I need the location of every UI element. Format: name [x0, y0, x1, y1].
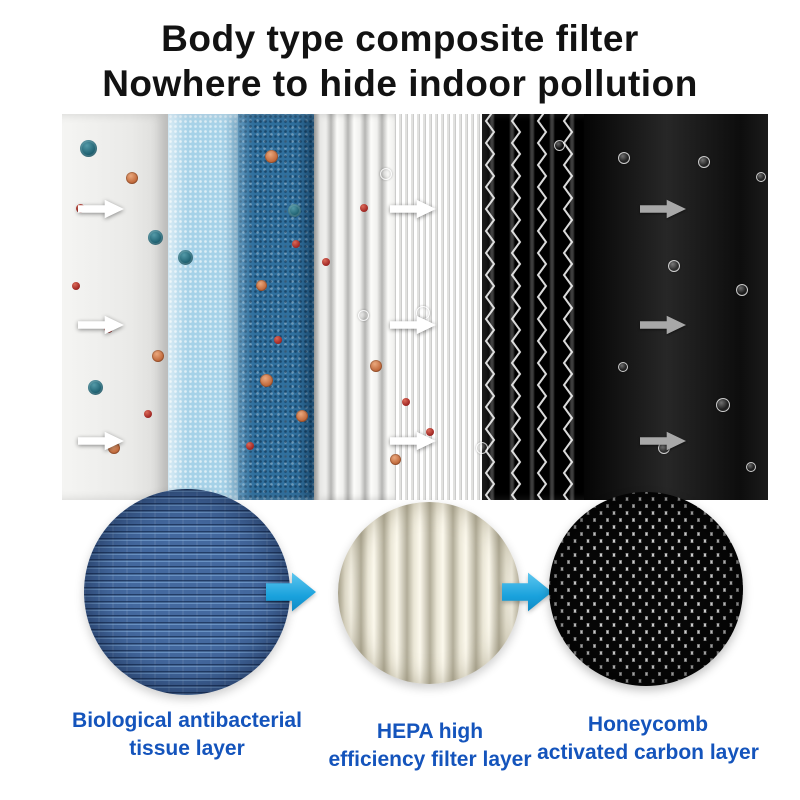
layer-antibacterial-inner: [238, 114, 314, 500]
label-hepa-line1: HEPA high: [376, 720, 484, 743]
closeup-carbon-layer: [549, 492, 743, 686]
title-line-2: Nowhere to hide indoor pollution: [102, 63, 698, 105]
airflow-arrow-icon: [78, 430, 124, 452]
particle-orange-icon: [256, 280, 267, 291]
arrow-right-icon: [640, 315, 686, 335]
arrow-right-icon: [390, 315, 436, 335]
airflow-arrow-icon: [390, 430, 436, 452]
filter-cross-section: [62, 114, 768, 500]
page-title: Body type composite filter Nowhere to hi…: [0, 16, 800, 106]
air-bubble-icon: [756, 172, 766, 182]
airflow-arrow-icon: [78, 198, 124, 220]
label-biological-line2: tissue layer: [129, 737, 245, 761]
arrow-right-icon: [640, 199, 686, 219]
arrow-right-icon: [390, 199, 436, 219]
label-carbon: Honeycomb activated carbon layer: [498, 711, 798, 768]
air-bubble-icon: [380, 168, 392, 180]
air-bubble-icon: [736, 284, 748, 296]
layer-carbon-pleats: [482, 114, 584, 500]
label-carbon-line1: Honeycomb: [587, 713, 709, 736]
particle-orange-icon: [265, 150, 278, 163]
particle-orange-icon: [126, 172, 138, 184]
airflow-arrow-icon: [640, 198, 686, 220]
flow-arrow-2-icon: [502, 570, 552, 614]
particle-red-icon: [292, 240, 300, 248]
closeup-biological-layer: [84, 489, 290, 695]
air-bubble-icon: [358, 310, 369, 321]
flow-arrow-1-icon: [266, 570, 316, 614]
particle-red-icon: [360, 204, 368, 212]
layer-carbon-dark: [584, 114, 768, 500]
arrow-right-icon: [78, 431, 124, 451]
label-biological-line1: Biological antibacterial: [72, 709, 302, 732]
particle-teal-icon: [88, 380, 103, 395]
airflow-arrow-icon: [390, 198, 436, 220]
label-carbon-line2: activated carbon layer: [537, 741, 759, 765]
arrow-right-icon: [390, 431, 436, 451]
particle-teal-icon: [178, 250, 193, 265]
airflow-arrow-icon: [640, 430, 686, 452]
arrow-right-icon: [78, 199, 124, 219]
airflow-arrow-icon: [640, 314, 686, 336]
arrow-right-icon: [640, 431, 686, 451]
closeup-hepa-layer: [338, 502, 520, 684]
particle-teal-icon: [80, 140, 97, 157]
layer-pre-filter: [62, 114, 168, 500]
particle-orange-icon: [370, 360, 382, 372]
particle-orange-icon: [390, 454, 401, 465]
arrow-right-icon: [502, 572, 552, 612]
title-line-1: Body type composite filter: [161, 18, 639, 59]
air-bubble-icon: [668, 260, 680, 272]
particle-red-icon: [402, 398, 410, 406]
layer-antibacterial-outer: [168, 114, 238, 500]
air-bubble-icon: [746, 462, 756, 472]
particle-teal-icon: [148, 230, 163, 245]
particle-orange-icon: [296, 410, 308, 422]
arrow-right-icon: [78, 315, 124, 335]
airflow-arrow-icon: [390, 314, 436, 336]
label-hepa-line2: efficiency filter layer: [328, 748, 532, 772]
air-bubble-icon: [554, 140, 565, 151]
layer-hepa-pleats: [395, 114, 482, 500]
label-hepa: HEPA high efficiency filter layer: [280, 718, 580, 775]
stitch-lines: [484, 114, 574, 500]
particle-orange-icon: [152, 350, 164, 362]
particle-teal-icon: [288, 204, 301, 217]
particle-red-icon: [144, 410, 152, 418]
particle-red-icon: [426, 428, 434, 436]
airflow-arrow-icon: [78, 314, 124, 336]
arrow-right-icon: [266, 572, 316, 612]
air-bubble-icon: [716, 398, 730, 412]
particle-orange-icon: [260, 374, 273, 387]
label-biological: Biological antibacterial tissue layer: [37, 707, 337, 764]
particle-red-icon: [274, 336, 282, 344]
air-bubble-icon: [476, 442, 488, 454]
air-bubble-icon: [618, 362, 628, 372]
air-bubble-icon: [618, 152, 630, 164]
particle-red-icon: [322, 258, 330, 266]
particle-red-icon: [246, 442, 254, 450]
particle-red-icon: [72, 282, 80, 290]
air-bubble-icon: [698, 156, 710, 168]
